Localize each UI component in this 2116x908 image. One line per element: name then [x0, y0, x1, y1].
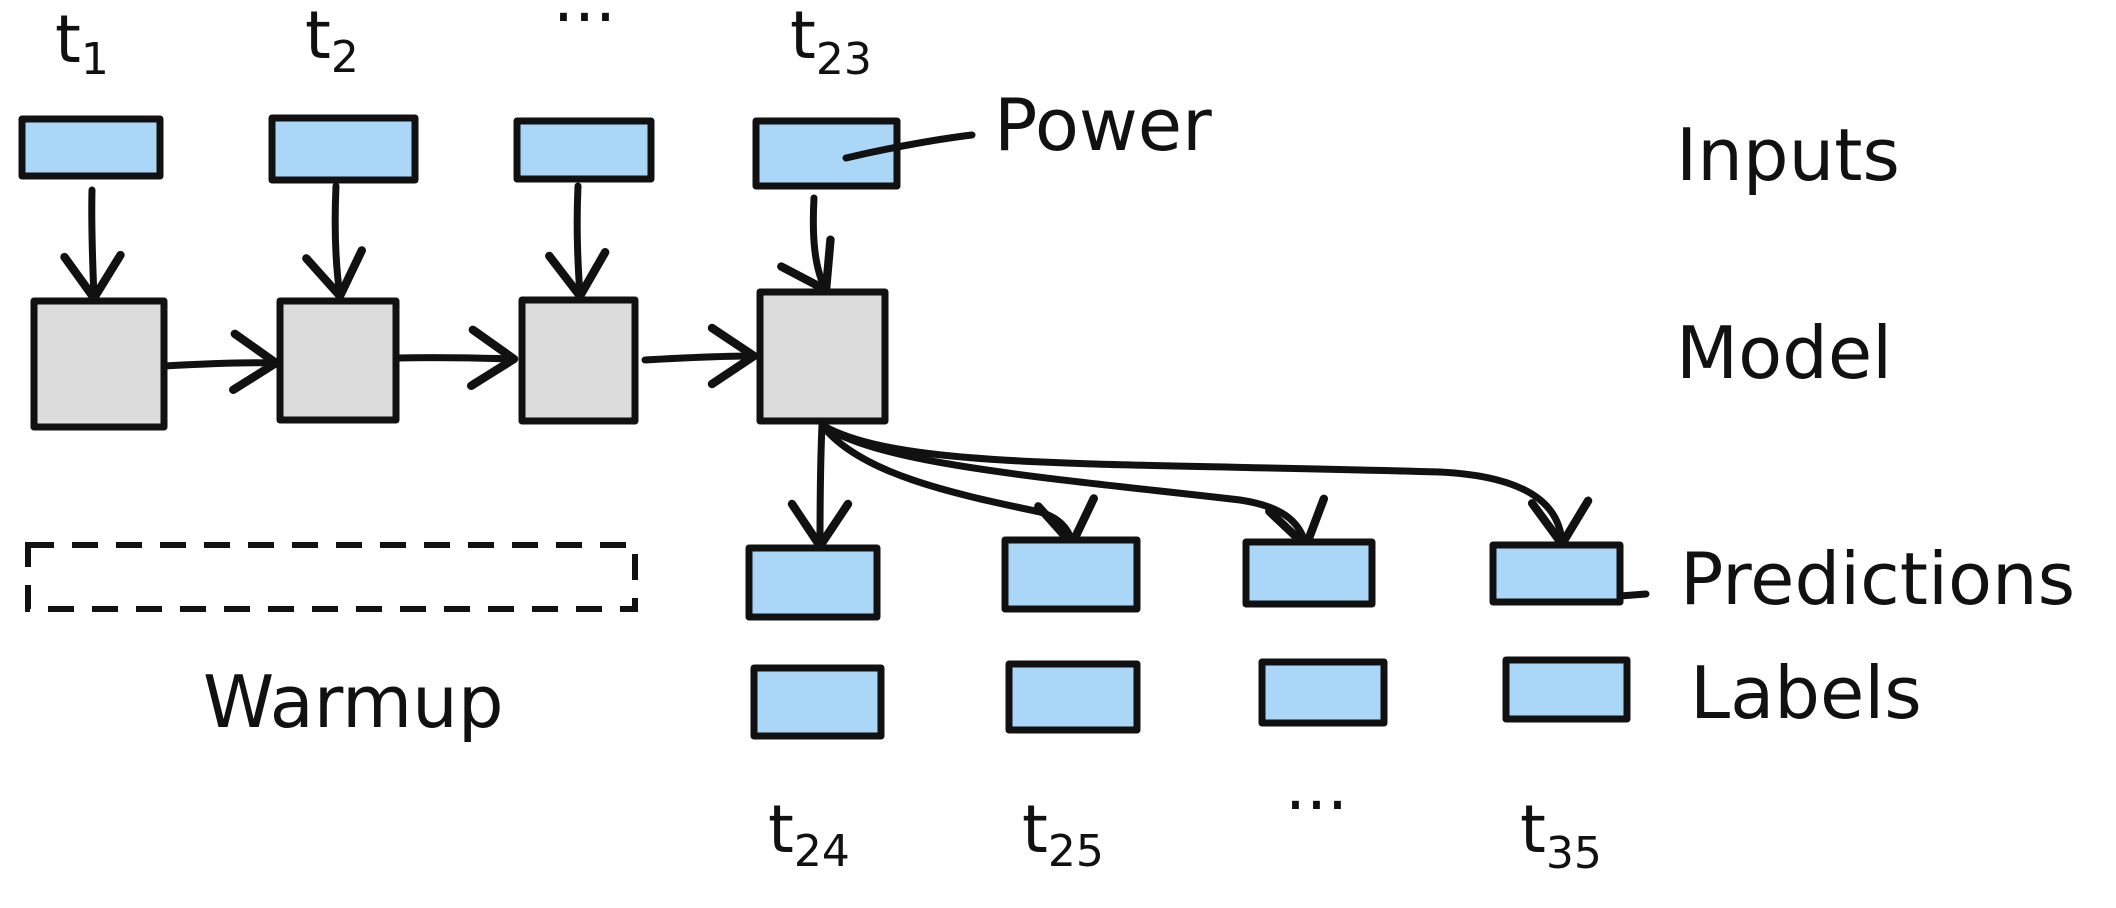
warmup-label: Warmup: [203, 660, 504, 744]
input-box-1: [18, 115, 164, 180]
prediction-box-t25: [1001, 536, 1141, 613]
prediction-arrow-t25: [818, 421, 1098, 549]
prediction-row: [745, 536, 1624, 621]
row-label-labels: Labels: [1690, 651, 1922, 735]
input-arrows: [60, 182, 835, 303]
label-box-t25: [1005, 660, 1141, 734]
prediction-arrow-t35: [818, 421, 1593, 549]
input-box-2: [268, 114, 419, 184]
prediction-arrow-t24: [787, 421, 853, 551]
model-box-2: [276, 297, 400, 424]
model-box-1: [30, 297, 168, 431]
timestep-label-t25: t25: [1022, 791, 1104, 877]
timestep-label-ellipsis-bottom: ···: [1285, 767, 1348, 844]
timestep-label-t35: t35: [1520, 791, 1602, 879]
input-arrow-1: [60, 186, 125, 303]
input-box-3: [513, 117, 655, 183]
prediction-box-t35: [1489, 541, 1624, 606]
label-row: [750, 656, 1631, 740]
label-box-t24: [750, 664, 885, 740]
input-arrow-4: [777, 194, 835, 295]
prediction-arrows: [787, 421, 1593, 551]
label-box-ellipsis: [1258, 658, 1388, 727]
row-labels: Inputs Model Predictions Labels: [1676, 113, 2075, 735]
row-label-inputs: Inputs: [1676, 113, 1900, 197]
timestep-label-t23: t23: [790, 0, 872, 85]
model-row: [30, 288, 889, 431]
input-arrow-3: [545, 182, 610, 301]
input-row: [18, 114, 901, 190]
top-timestep-labels: t1 t2 ··· t23: [55, 0, 872, 85]
model-arrow-3-4: [641, 323, 759, 389]
label-box-t35: [1502, 656, 1631, 723]
input-arrow-2: [302, 182, 366, 301]
model-arrows: [160, 323, 759, 395]
model-arrow-1-2: [160, 329, 281, 395]
warmup-region: [25, 542, 638, 612]
timestep-label-ellipsis-top: ···: [553, 0, 616, 56]
prediction-box-t24: [745, 544, 881, 621]
model-box-3: [518, 296, 639, 425]
prediction-box-ellipsis: [1242, 538, 1376, 608]
predictions-pointer-line: [1616, 590, 1650, 600]
bottom-timestep-labels: t24 t25 ··· t35: [768, 767, 1602, 879]
row-label-model: Model: [1676, 311, 1892, 395]
row-label-predictions: Predictions: [1680, 537, 2075, 621]
power-label: Power: [994, 83, 1212, 167]
timestep-label-t24: t24: [768, 791, 850, 877]
timestep-label-t2: t2: [305, 0, 359, 83]
power-pointer-line: [842, 131, 976, 162]
model-arrow-2-3: [394, 325, 519, 390]
timestep-label-t1: t1: [55, 1, 109, 85]
model-box-4: [756, 288, 889, 425]
